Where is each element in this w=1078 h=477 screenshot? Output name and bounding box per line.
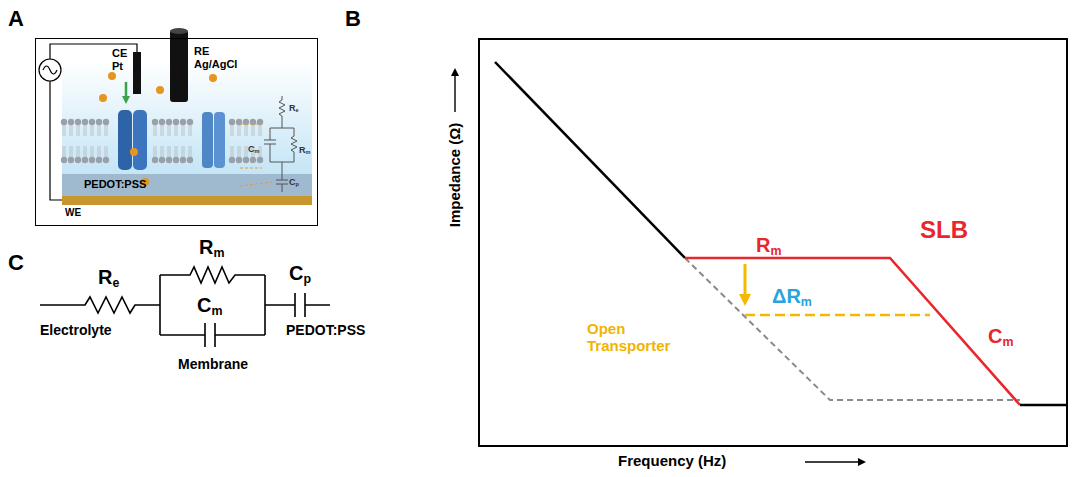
circuit-label: Electrolyte	[40, 322, 112, 338]
lipid-bilayer	[61, 119, 263, 163]
node-label: Cm	[988, 325, 1013, 348]
capacitor-symbol	[160, 323, 265, 347]
ions	[99, 72, 217, 186]
axis-arrow	[454, 72, 455, 112]
wire	[50, 81, 62, 200]
node-label: Cm	[248, 144, 259, 154]
reference-electrode	[170, 28, 188, 34]
circuit-label: Re	[98, 266, 119, 289]
circuit-label: PEDOT:PSS	[286, 322, 365, 338]
node-label: Rm	[756, 234, 781, 257]
circuit-label: Cm	[197, 294, 222, 317]
resistor-symbol	[40, 297, 160, 313]
node-label: Re	[289, 103, 299, 113]
transporter	[118, 110, 132, 170]
transport-arrow	[125, 82, 128, 100]
circuit-label: Rm	[199, 236, 224, 259]
transporter	[133, 110, 147, 170]
node-label: ΔRm	[772, 285, 812, 308]
curve	[685, 258, 1020, 405]
circuit-label: Membrane	[178, 356, 248, 372]
circuit-label: Cp	[289, 262, 311, 285]
pedot-layer	[62, 174, 312, 196]
resistor-symbol	[160, 267, 265, 283]
plot-frame: RmΔRm SLB Open Transporter Cm	[478, 38, 1068, 447]
node-label: Cp	[289, 177, 299, 187]
sine-symbol	[43, 66, 57, 74]
panel-frame: CE Pt RE Ag/AgClReCm RmCp PEDOT:PSS WE	[35, 38, 318, 226]
axis-title: Impedance (Ω)	[446, 123, 463, 228]
node-label: Rm	[299, 145, 310, 155]
node-label: CE Pt	[112, 47, 134, 72]
curve	[1020, 404, 1066, 407]
gold-electrode	[62, 196, 312, 205]
counter-electrode	[133, 52, 141, 94]
curve	[745, 314, 930, 317]
cell-schematic	[39, 28, 312, 205]
curve	[495, 62, 685, 258]
panel-letter: A	[8, 6, 24, 31]
impedance-plot	[455, 62, 1066, 462]
node-label: SLB	[920, 216, 968, 244]
ac-source	[39, 59, 61, 81]
node-label: PEDOT:PSS	[84, 178, 146, 191]
panel-letter: B	[345, 6, 361, 31]
node-label: RE Ag/AgCl	[194, 45, 249, 70]
leader-lines	[240, 124, 272, 186]
capacitor-symbol	[265, 293, 330, 317]
equivalent-circuit	[264, 96, 297, 192]
transporter	[214, 112, 225, 168]
reference-electrode	[170, 30, 188, 102]
change-arrow	[744, 264, 747, 300]
node-label: Open Transporter	[587, 320, 697, 355]
node-label: WE	[65, 207, 81, 219]
axis-title: Frequency (Hz)	[618, 452, 726, 469]
axis-arrow	[805, 461, 862, 462]
panel-letter: C	[8, 250, 24, 275]
curve	[685, 258, 1020, 400]
transporter	[202, 112, 213, 168]
